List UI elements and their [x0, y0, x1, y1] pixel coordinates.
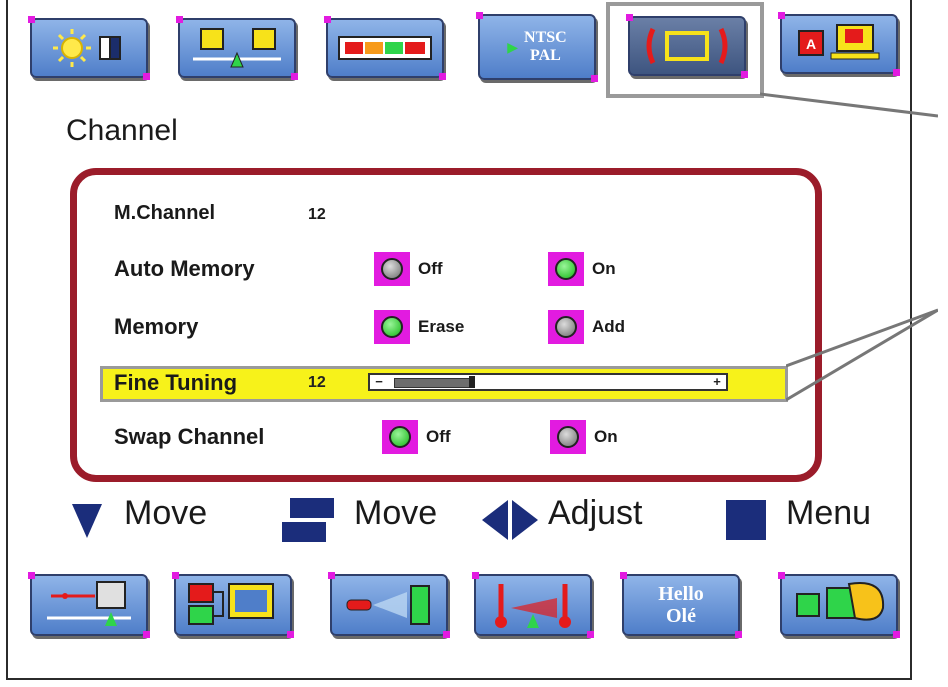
svg-text:A: A: [806, 36, 816, 52]
balance-icon[interactable]: [176, 16, 298, 80]
thermometer-balance-icon[interactable]: [472, 572, 594, 638]
play-icon: ▶: [507, 38, 519, 55]
text-monitor-icon: A: [798, 24, 880, 60]
slider-fill: [394, 378, 471, 388]
hint-move-vertical: Move: [124, 494, 208, 532]
channel-menu-box: [70, 168, 822, 482]
radio-swap-on: [550, 420, 586, 454]
language-icon[interactable]: Hello Olé: [620, 572, 742, 638]
down-arrow-icon: [72, 504, 102, 538]
auto-memory-off-option[interactable]: Off: [374, 252, 443, 286]
memory-erase-label: Erase: [418, 317, 465, 336]
swap-channel-on-option[interactable]: On: [550, 420, 618, 454]
slider-plus[interactable]: +: [713, 374, 721, 389]
hand-lock-icon: [796, 582, 885, 621]
remote-beam-icon: [346, 585, 430, 625]
scale-balance-icon: [193, 28, 281, 68]
ntsc-label: NTSC: [524, 29, 567, 46]
channel-frame-icon[interactable]: [626, 14, 748, 78]
color-palette-icon: [338, 36, 432, 60]
multi-source-icon: [188, 583, 274, 625]
selected-icon-frame: [606, 2, 764, 98]
picture-brightness-icon[interactable]: [28, 16, 150, 80]
sun-contrast-icon: [53, 29, 121, 67]
language-text: Hello Olé: [658, 583, 704, 627]
auto-memory-off-label: Off: [418, 259, 443, 278]
text-screen-icon[interactable]: A: [778, 12, 900, 76]
radio-on: [548, 252, 584, 286]
fine-tuning-slider[interactable]: − +: [368, 373, 728, 391]
page-title: Channel: [66, 114, 178, 147]
swap-channel-off-option[interactable]: Off: [382, 420, 451, 454]
slider-knob[interactable]: [469, 376, 475, 388]
slider-scale-icon[interactable]: [28, 572, 150, 638]
fine-tuning-pointer: [786, 308, 938, 402]
mchannel-value[interactable]: 12: [308, 206, 326, 223]
radio-off: [374, 252, 410, 286]
memory-add-label: Add: [592, 317, 626, 336]
auto-memory-label: Auto Memory: [114, 256, 255, 281]
swap-channel-on-label: On: [594, 427, 618, 446]
hint-move-horizontal: Move: [354, 494, 438, 532]
auto-memory-on-option[interactable]: On: [548, 252, 616, 286]
radio-dot-icon: [389, 426, 411, 448]
ole-label: Olé: [665, 605, 696, 627]
radio-add: [548, 310, 584, 344]
memory-label: Memory: [114, 314, 199, 339]
hint-adjust: Adjust: [548, 494, 643, 532]
menu-square-icon: [726, 500, 766, 540]
selected-pointer: [760, 92, 938, 118]
balance-slider-icon: [47, 581, 131, 626]
radio-swap-off: [382, 420, 418, 454]
temperature-icon: [495, 584, 571, 628]
radio-dot-icon: [555, 258, 577, 280]
memory-add-option[interactable]: Add: [548, 310, 625, 344]
frame-arrows-icon: [646, 27, 728, 65]
slider-minus[interactable]: −: [375, 374, 383, 389]
move-blocks-icon: [282, 498, 334, 542]
ntsc-pal-icon[interactable]: ▶ NTSC PAL: [476, 12, 598, 82]
fine-tuning-value: 12: [308, 374, 326, 391]
fine-tuning-label: Fine Tuning: [114, 370, 238, 395]
swap-channel-off-label: Off: [426, 427, 451, 446]
radio-dot-icon: [381, 258, 403, 280]
swap-channel-label: Swap Channel: [114, 424, 265, 449]
hello-label: Hello: [658, 583, 704, 605]
left-right-arrow-icon: [482, 500, 538, 540]
mchannel-label: M.Channel: [114, 202, 216, 224]
memory-erase-option[interactable]: Erase: [374, 310, 464, 344]
radio-dot-icon: [381, 316, 403, 338]
remote-signal-icon[interactable]: [328, 572, 450, 638]
auto-memory-on-label: On: [592, 259, 616, 278]
radio-dot-icon: [555, 316, 577, 338]
hand-key-icon[interactable]: [778, 572, 900, 638]
ntsc-pal-text: ▶ NTSC PAL: [507, 29, 566, 65]
radio-erase: [374, 310, 410, 344]
input-screen-icon[interactable]: [172, 572, 294, 638]
color-bars-icon[interactable]: [324, 16, 446, 80]
hint-menu: Menu: [786, 494, 872, 532]
pal-label: PAL: [529, 47, 561, 64]
radio-dot-icon: [557, 426, 579, 448]
